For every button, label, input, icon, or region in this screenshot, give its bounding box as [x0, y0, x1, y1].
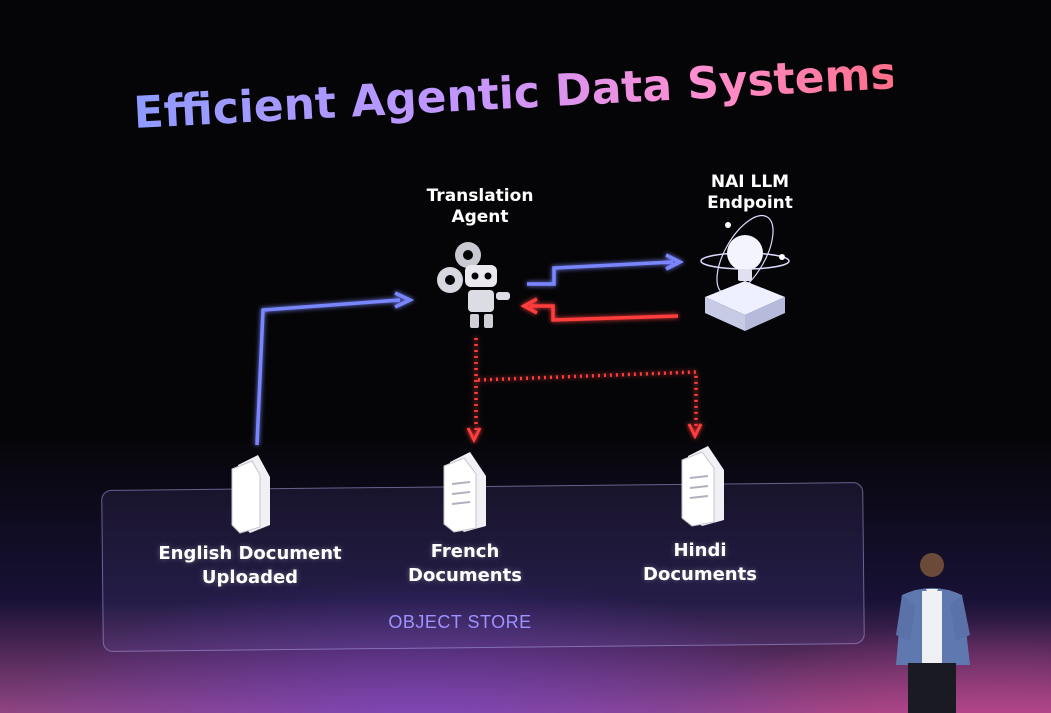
upload-flow-arrow — [255, 291, 415, 446]
presenter-figure — [896, 553, 970, 713]
object-store-label: OBJECT STORE — [388, 612, 532, 632]
english-document-label: English Document Uploaded — [158, 543, 342, 588]
request-flow-arrow — [527, 253, 684, 286]
llm-endpoint-label: NAI LLM Endpoint — [707, 172, 793, 213]
stage-glow — [0, 430, 1051, 713]
french-documents-label: French Documents — [408, 541, 522, 586]
response-flow-arrow — [520, 297, 679, 322]
document-stack-icon — [681, 446, 724, 527]
output-flow-arrows — [466, 338, 703, 444]
robot-gears-icon — [437, 242, 510, 328]
document-stack-icon — [443, 452, 486, 533]
document-stack-icon — [231, 455, 270, 534]
lightbulb-server-icon — [700, 215, 790, 331]
hindi-documents-label: Hindi Documents — [643, 540, 757, 585]
translation-agent-label: Translation Agent — [426, 186, 534, 227]
